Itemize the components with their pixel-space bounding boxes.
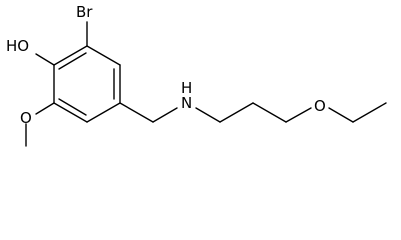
ring-bond-c6-c1 [53, 45, 88, 66]
bond-c6-oh [35, 53, 55, 66]
bond-o-ethyl-c1 [328, 107, 354, 123]
bond-ethyl-c1-c2 [352, 102, 387, 123]
chemical-structure-diagram: Br HO O H N O [6, 3, 387, 147]
amine-nitrogen-label: N [181, 94, 192, 112]
ring-bond-c1-c2 [86, 45, 121, 66]
propyl-ether-chain [195, 102, 387, 123]
benzene-ring [53, 45, 121, 123]
bond-c3-o [285, 107, 312, 123]
amine-hydrogen-label: H [181, 79, 192, 97]
bond-c3-ch2 [119, 102, 154, 123]
hydroxyl-label: HO [6, 37, 29, 55]
bond-n-c1 [195, 107, 221, 123]
methoxy-oxygen-label: O [20, 109, 32, 127]
bond-ch2-n [152, 107, 178, 123]
bond-c1-c2 [219, 102, 254, 123]
ring-bond-c4-c5 [53, 102, 88, 123]
ring-bond-c6-c1-inner [58, 52, 87, 70]
ring-bond-c4-c5-inner [58, 98, 87, 116]
substituent-bonds [25, 21, 178, 147]
ring-bond-c3-c4 [86, 102, 121, 123]
ether-oxygen-label: O [314, 97, 326, 115]
bond-c5-o [35, 102, 55, 115]
bond-c2-c3 [252, 102, 287, 123]
bromine-label: Br [76, 3, 93, 21]
